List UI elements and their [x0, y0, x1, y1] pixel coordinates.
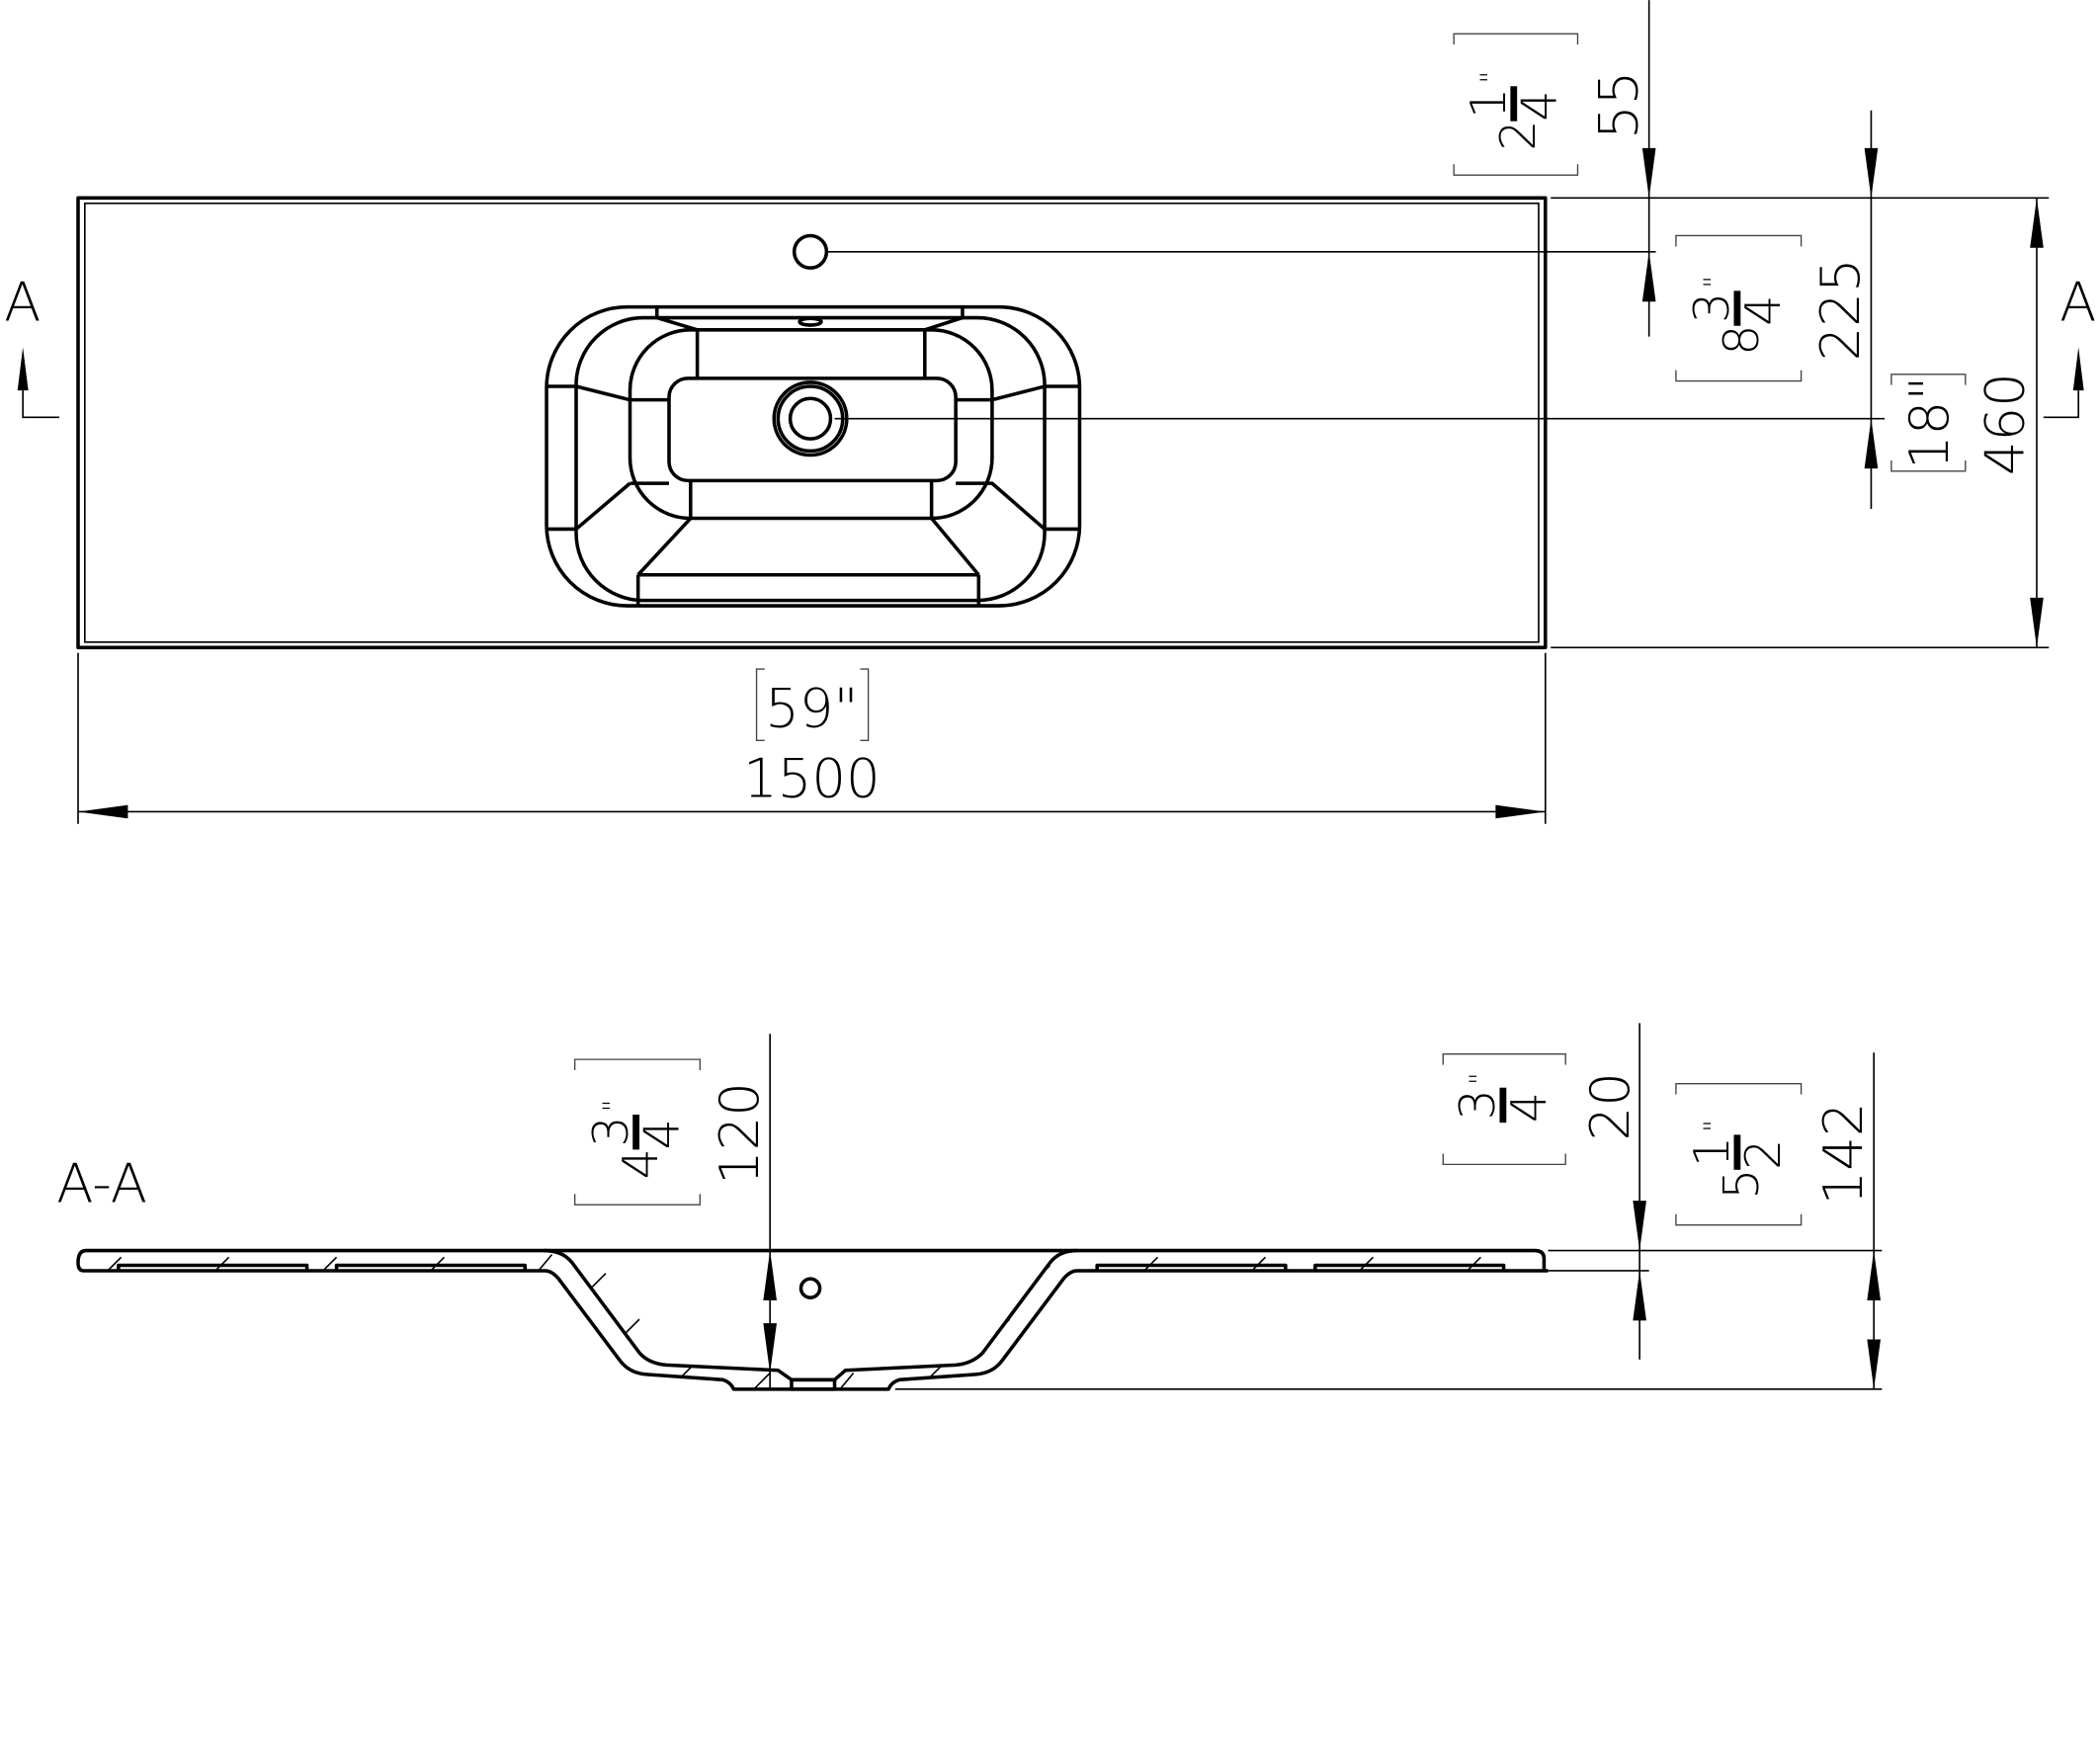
- svg-text:4: 4: [612, 1148, 669, 1179]
- top-view: A A 59" 1500 55 2 1 4: [4, 0, 2096, 824]
- svg-text:2: 2: [1734, 1139, 1792, 1170]
- svg-text:4: 4: [1511, 90, 1568, 121]
- svg-text:4: 4: [633, 1119, 691, 1149]
- svg-text:3: 3: [582, 1116, 639, 1146]
- svg-text:4: 4: [1734, 295, 1792, 326]
- overflow-hole: [798, 1277, 822, 1299]
- svg-text:120: 120: [708, 1082, 771, 1185]
- svg-text:225: 225: [1808, 258, 1872, 361]
- svg-text:": ": [1700, 1120, 1730, 1132]
- svg-text:8: 8: [1713, 325, 1770, 356]
- width-dimension: 59" 1500: [77, 652, 1547, 824]
- countertop-inner-edge: [84, 202, 1540, 643]
- svg-text:2: 2: [1489, 120, 1547, 150]
- section-view: A-A 120 4 3 4 ": [56, 1023, 1883, 1391]
- countertop-outline: [76, 196, 1548, 650]
- svg-text:55: 55: [1586, 71, 1649, 139]
- svg-text:18": 18": [1897, 376, 1961, 469]
- svg-text:": ": [598, 1100, 629, 1113]
- svg-text:": ": [1475, 71, 1506, 84]
- overflow-slot: [798, 316, 823, 327]
- svg-text:": ": [1700, 276, 1730, 289]
- section-marker-left: A: [4, 270, 41, 333]
- total-height-dimension: 142 5 1 2 ": [1675, 1052, 1881, 1389]
- drain-outlet: [790, 1377, 837, 1391]
- drain-offset-dimension: 225 8 3 4 ": [1675, 110, 1879, 509]
- width-mm: 1500: [743, 746, 881, 809]
- svg-text:3: 3: [1683, 292, 1740, 323]
- svg-text:142: 142: [1811, 1102, 1875, 1205]
- svg-text:3: 3: [1449, 1089, 1506, 1120]
- section-title: A-A: [56, 1152, 147, 1215]
- svg-text:5: 5: [1713, 1169, 1770, 1200]
- faucet-offset-dimension: 55 2 1 4 ": [1453, 0, 1656, 337]
- svg-text:1: 1: [1460, 88, 1517, 119]
- depth-dimension: 460 18": [1890, 198, 2044, 648]
- svg-text:20: 20: [1578, 1072, 1641, 1140]
- svg-text:1: 1: [1683, 1136, 1740, 1167]
- svg-text:4: 4: [1500, 1092, 1557, 1123]
- basin-depth-dimension: 120 4 3 4 ": [573, 1034, 777, 1389]
- section-profile: [76, 1248, 1549, 1391]
- section-marker-right: A: [2059, 270, 2096, 333]
- top-thickness-dimension: 20 3 4 ": [1442, 1023, 1646, 1360]
- svg-text:460: 460: [1973, 373, 2036, 475]
- svg-text:": ": [1466, 1072, 1496, 1085]
- drain-inner: [788, 396, 833, 441]
- basin: [545, 304, 1082, 608]
- faucet-hole: [792, 233, 829, 270]
- width-in: 59": [765, 677, 858, 740]
